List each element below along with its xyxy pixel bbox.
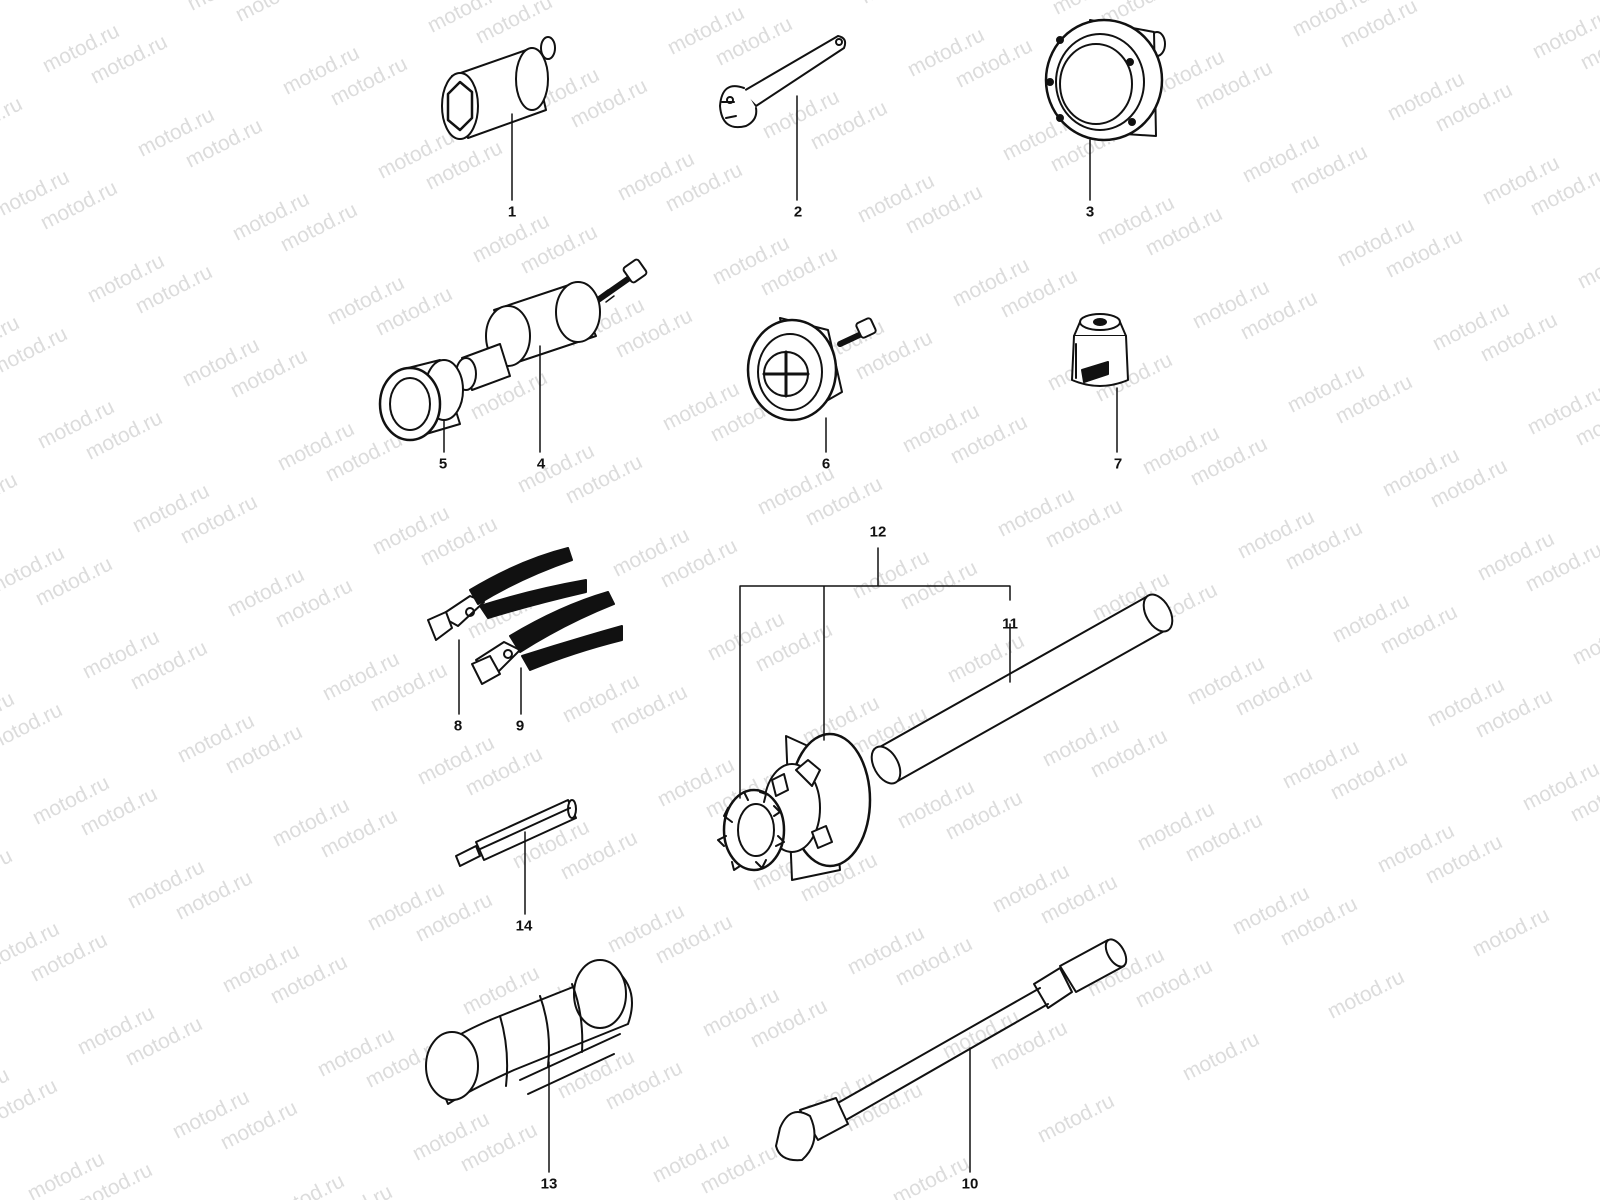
tool-9-pliers: [471, 591, 623, 685]
callout-11: 11: [1002, 615, 1018, 633]
callout-3: 3: [1085, 203, 1095, 221]
callout-13: 13: [540, 1175, 558, 1193]
tool-5-adapter-ring: [378, 359, 464, 442]
tool-13-split-sleeve: [425, 959, 633, 1105]
tool-14-hex-key: [455, 799, 577, 867]
callout-5: 5: [438, 455, 448, 473]
tool-8-pliers: [427, 547, 587, 641]
callout-2: 2: [793, 203, 803, 221]
tool-12-flange-holder: [717, 732, 872, 881]
tool-1-hex-socket: [441, 36, 556, 140]
callout-12: 12: [869, 523, 887, 541]
tool-4-puller: [455, 258, 648, 391]
callout-9: 9: [515, 717, 525, 735]
callout-8: 8: [453, 717, 463, 735]
callout-14: 14: [515, 917, 533, 935]
tool-7-valve-tool: [1071, 313, 1129, 387]
tool-10-slide-hammer: [775, 938, 1128, 1162]
callout-1: 1: [507, 203, 517, 221]
callout-7: 7: [1113, 455, 1123, 473]
tool-11-rod: [870, 593, 1174, 785]
leader-lines: [443, 95, 1118, 1173]
tool-3-flanged-cup: [1044, 18, 1166, 142]
callout-4: 4: [536, 455, 546, 473]
tool-2-pin-spanner: [719, 35, 847, 128]
tool-6-flywheel-puller: [746, 317, 877, 422]
callout-10: 10: [961, 1175, 979, 1193]
callout-6: 6: [821, 455, 831, 473]
